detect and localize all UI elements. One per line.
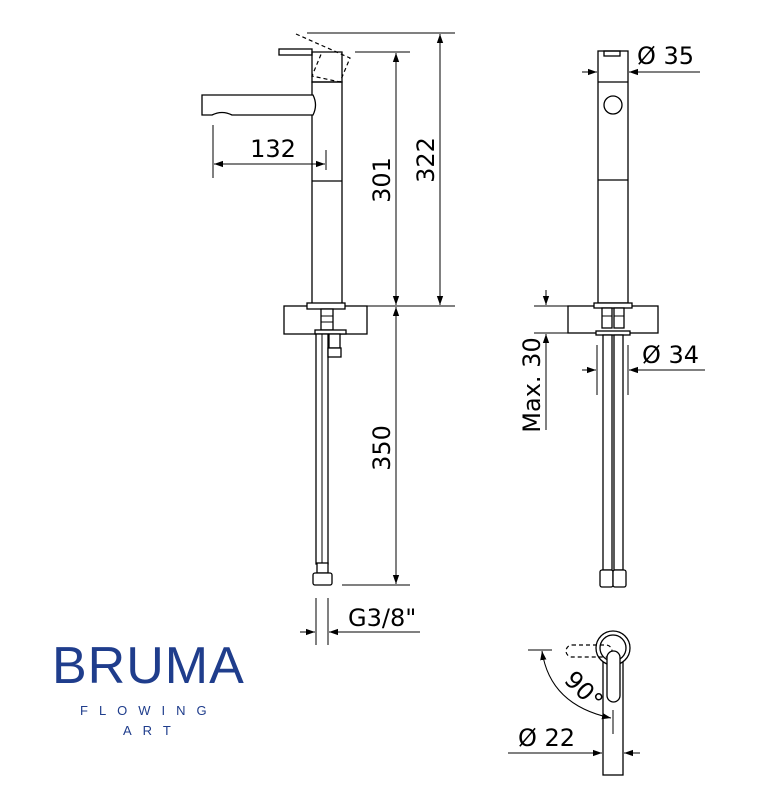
angle-arc — [540, 650, 612, 720]
brand-logo: BRUMA — [52, 637, 245, 695]
dim-lever-diameter: Ø 22 — [518, 724, 575, 752]
spout — [201, 94, 317, 116]
brand-tagline-1: FLOWING — [80, 703, 218, 718]
base-flange — [306, 302, 346, 310]
dim-thread: G3/8" — [348, 604, 416, 632]
lever-pivot — [603, 95, 623, 115]
hose-nut — [312, 572, 333, 586]
dim-max-thickness: Max. 30 — [518, 337, 546, 432]
top-view: 90° Ø 22 — [508, 630, 640, 776]
side-view: 132 301 322 350 G3/8" — [201, 32, 455, 645]
faucet-body — [311, 81, 343, 307]
cartridge-cap — [311, 51, 343, 83]
dim-base-diameter: Ø 34 — [642, 341, 699, 369]
dim-lever-angle: 90° — [559, 665, 609, 715]
lever-handle — [278, 48, 313, 56]
counter-section — [567, 305, 659, 334]
dim-total-height: 322 — [412, 137, 440, 183]
front-view: Ø 35 Ø 34 Max. 30 — [518, 42, 705, 588]
dim-body-diameter: Ø 35 — [637, 42, 694, 70]
faucet-body — [597, 50, 629, 304]
dim-body-height: 301 — [368, 157, 396, 203]
supply-hose-2 — [613, 334, 624, 571]
brand-tagline-2: ART — [123, 723, 182, 738]
dim-spout-reach: 132 — [250, 135, 296, 163]
dim-hose-length: 350 — [368, 425, 396, 471]
supply-hose-1 — [602, 334, 613, 571]
lever-open-position — [295, 33, 351, 83]
